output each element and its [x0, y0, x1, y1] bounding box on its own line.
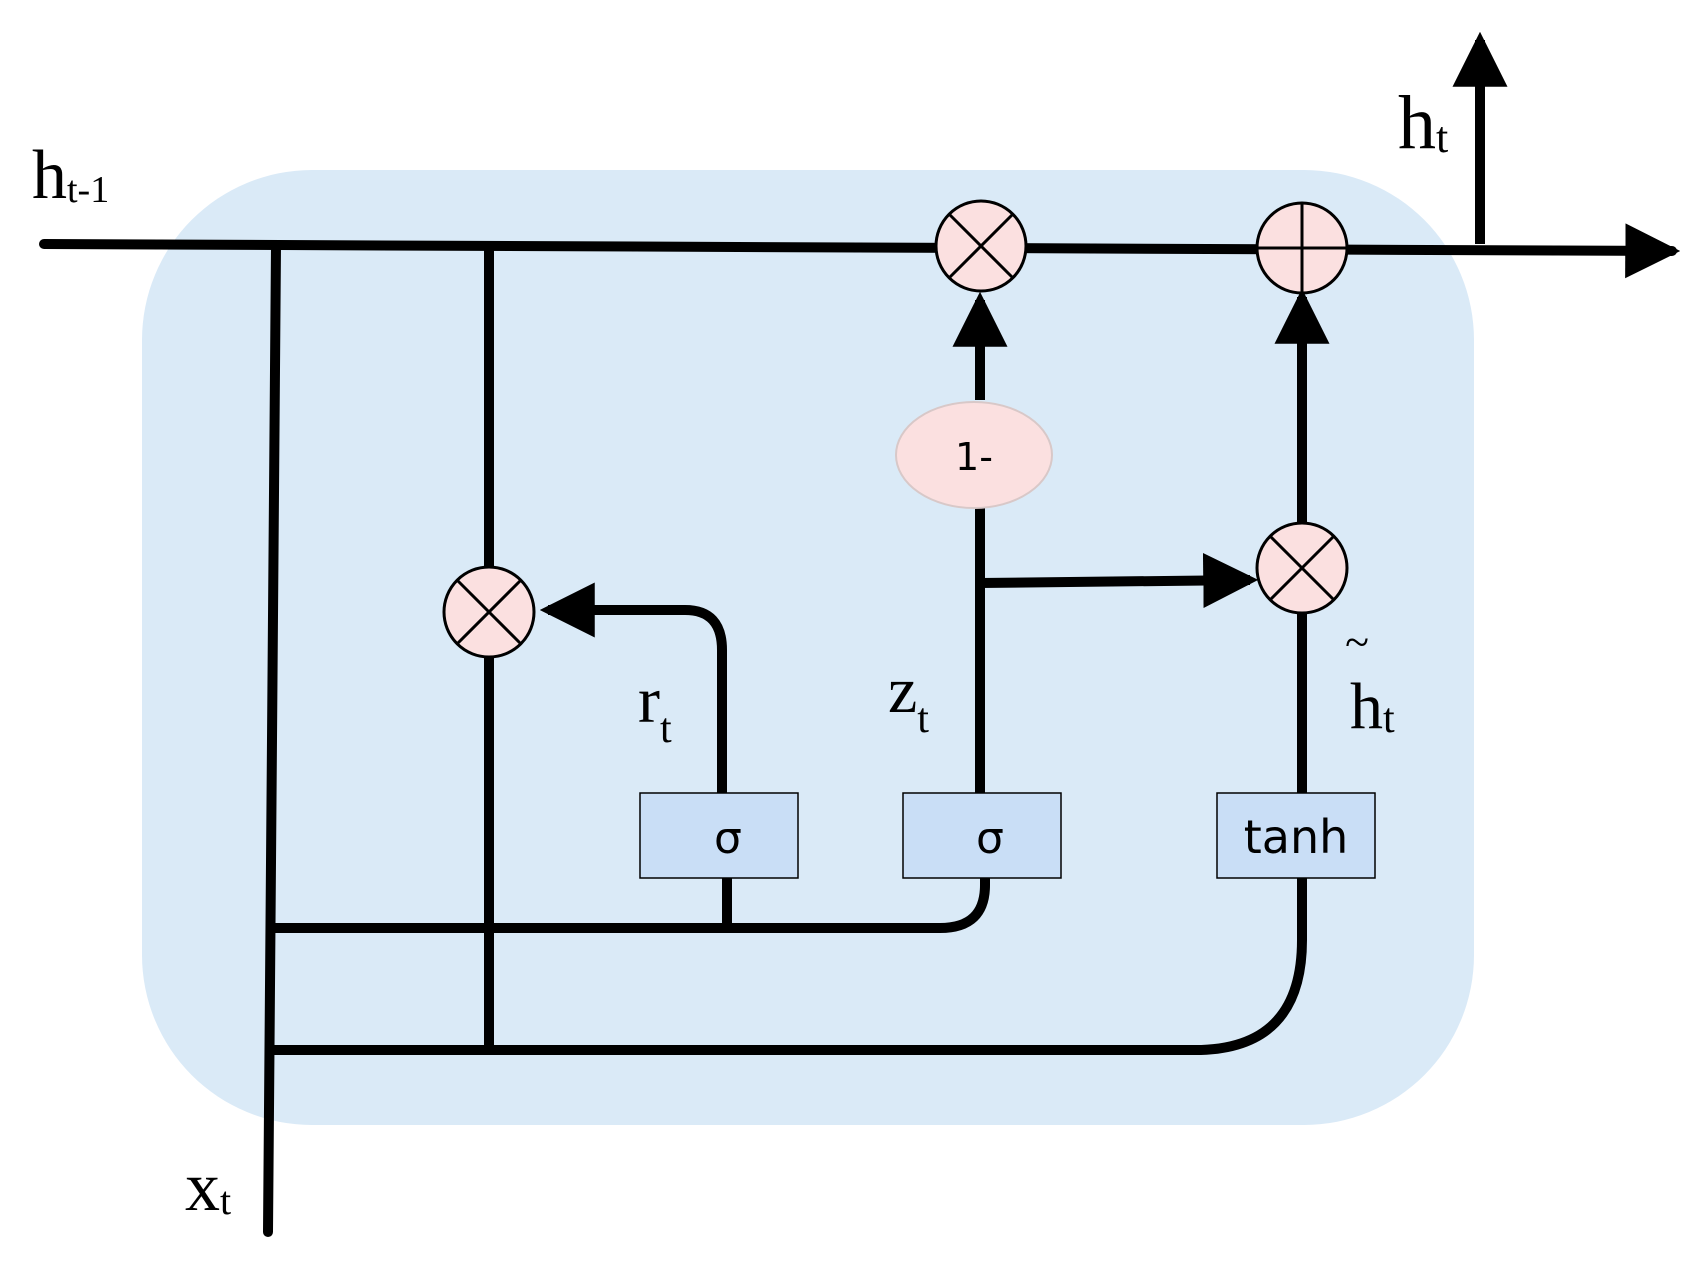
- candidate-gate-label: tanh: [1244, 810, 1349, 864]
- cell-background: [142, 170, 1474, 1125]
- forget-multiply-icon: [934, 199, 1028, 293]
- reset-gate-output: [539, 582, 727, 793]
- hidden-state-line: [39, 223, 1681, 279]
- h-cand-tilde: ~: [1345, 618, 1369, 667]
- h-out-label: ht: [1398, 81, 1448, 165]
- gate-bus-line: [272, 878, 990, 933]
- reset-gate-box: [639, 792, 799, 879]
- x-in-label: xt: [185, 1149, 231, 1226]
- reset-multiply-icon: [442, 565, 536, 659]
- input-line: [263, 241, 281, 1237]
- update-gate-box: [902, 792, 1062, 879]
- r-gate-label: rt: [638, 664, 672, 752]
- one-minus-label: 1-: [955, 435, 993, 479]
- update-gate-branch: [979, 553, 1259, 609]
- candidate-multiply-icon: [1255, 521, 1349, 615]
- h-prev-label: ht-1: [32, 137, 109, 214]
- h-cand-label: ht: [1350, 670, 1395, 743]
- candidate-gate-box: [1216, 792, 1376, 879]
- sum-icon: [1255, 201, 1349, 295]
- candidate-bus-line: [272, 878, 1307, 1055]
- z-gate-label: zt: [888, 654, 929, 742]
- update-gate-label: σ: [976, 813, 1004, 864]
- reset-gate-label: σ: [714, 813, 742, 864]
- one-minus-node: [895, 401, 1053, 509]
